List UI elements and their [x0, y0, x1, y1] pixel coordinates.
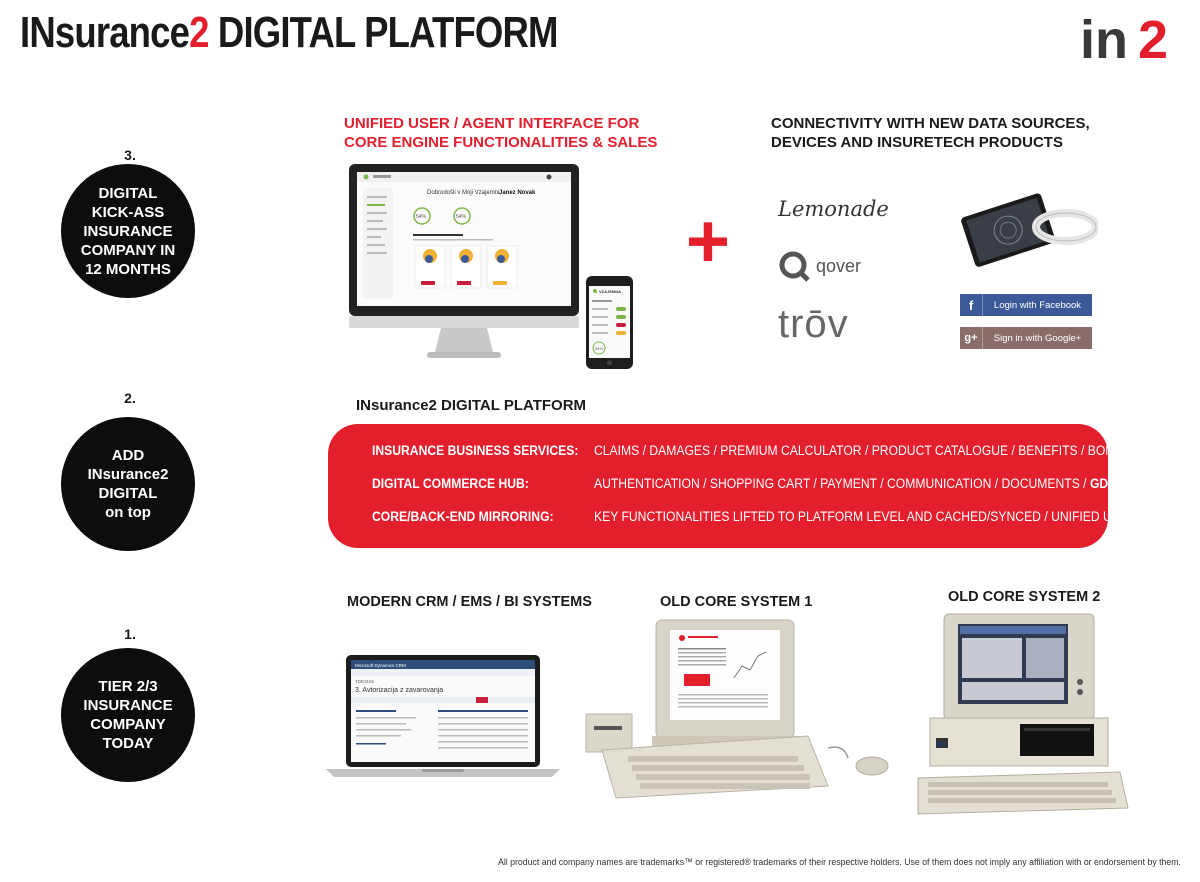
- ibm-label: IBM: [936, 742, 945, 748]
- crm-screen-app: Microsoft Dynamics CRM: [355, 663, 406, 668]
- facebook-login-label: Login with Facebook: [983, 300, 1092, 311]
- logo-text-in: in: [1080, 12, 1128, 68]
- tier-2-line: ADD: [88, 446, 169, 465]
- platform-row-label: INSURANCE BUSINESS SERVICES:: [372, 443, 578, 458]
- qover-logo: qover: [816, 256, 861, 277]
- tier-3-line: 12 MONTHS: [81, 260, 175, 279]
- qover-q-icon: [778, 250, 812, 284]
- tier-1-line: TODAY: [83, 734, 172, 753]
- tier-3-number: 3.: [60, 147, 200, 163]
- crm-heading: MODERN CRM / EMS / BI SYSTEMS: [347, 593, 592, 612]
- tier-2-circle: ADD INsurance2 DIGITAL on top: [61, 417, 195, 551]
- crm-screen-id: TDE3155: [355, 679, 375, 684]
- tier-2-number: 2.: [60, 390, 200, 406]
- screen-greeting: Dobrodošli v Moji Vzajemni,: [427, 190, 501, 196]
- interface-heading: UNIFIED USER / AGENT INTERFACE FOR CORE …: [344, 114, 657, 152]
- desktop-monitor-illustration: Dobrodošli v Moji Vzajemni, Janez Novak …: [349, 164, 581, 362]
- platform-box: INSURANCE BUSINESS SERVICES: CLAIMS / DA…: [328, 424, 1108, 548]
- platform-row-value: CLAIMS / DAMAGES / PREMIUM CALCULATOR / …: [594, 443, 1147, 458]
- tier-1-circle: TIER 2/3 INSURANCE COMPANY TODAY: [61, 648, 195, 782]
- tier-3-line: KICK-ASS: [81, 203, 175, 222]
- platform-row-value: AUTHENTICATION / SHOPPING CART / PAYMENT…: [594, 476, 1171, 491]
- lemonade-logo: Lemonade: [778, 197, 889, 221]
- trademark-footer: All product and company names are tradem…: [498, 857, 1181, 868]
- phone-percent: 54%: [595, 346, 603, 351]
- old-computer-2-illustration: IBM: [914, 610, 1136, 816]
- smartphone-illustration: VZAJEMNA 54%: [586, 276, 634, 370]
- tier-3-circle: DIGITAL KICK-ASS INSURANCE COMPANY IN 12…: [61, 164, 195, 298]
- facebook-icon: f: [960, 294, 983, 316]
- google-signin-label: Sign in with Google+: [983, 333, 1092, 344]
- connectivity-heading: CONNECTIVITY WITH NEW DATA SOURCES, DEVI…: [771, 114, 1090, 152]
- screen-percent-2: 54%: [456, 214, 467, 220]
- screen-user: Janez Novak: [499, 190, 536, 196]
- old-computer-1-illustration: [582, 618, 892, 800]
- page-title: INsurance2 DIGITAL PLATFORM: [20, 8, 558, 58]
- core2-heading: OLD CORE SYSTEM 2: [948, 588, 1100, 607]
- tier-1-line: TIER 2/3: [83, 677, 172, 696]
- tier-3-line: DIGITAL: [81, 184, 175, 203]
- platform-row-label: CORE/BACK-END MIRRORING:: [372, 509, 554, 524]
- laptop-illustration: Microsoft Dynamics CRM TDE3155 3. Avtori…: [326, 655, 560, 781]
- tier-3-line: COMPANY IN: [81, 241, 175, 260]
- plus-sign: +: [678, 206, 738, 278]
- tier-1-number: 1.: [60, 626, 200, 642]
- tablet-and-smartband-illustration: [958, 183, 1098, 268]
- core1-heading: OLD CORE SYSTEM 1: [660, 593, 812, 612]
- platform-row-label: DIGITAL COMMERCE HUB:: [372, 476, 529, 491]
- screen-percent-1: 54%: [416, 214, 427, 220]
- phone-brand: VZAJEMNA: [599, 289, 621, 294]
- tier-1-line: COMPANY: [83, 715, 172, 734]
- google-signin-button[interactable]: g+ Sign in with Google+: [960, 327, 1092, 349]
- facebook-login-button[interactable]: f Login with Facebook: [960, 294, 1092, 316]
- platform-row-value: KEY FUNCTIONALITIES LIFTED TO PLATFORM L…: [594, 509, 1171, 524]
- tier-2-line: DIGITAL: [88, 484, 169, 503]
- tier-3-line: INSURANCE: [81, 222, 175, 241]
- trov-logo: trōv: [778, 302, 849, 347]
- tier-1-line: INSURANCE: [83, 696, 172, 715]
- platform-heading: INsurance2 DIGITAL PLATFORM: [356, 396, 586, 415]
- tier-2-line: on top: [88, 503, 169, 522]
- logo-text-2: 2: [1138, 12, 1168, 68]
- in2-logo: in 2: [1080, 12, 1190, 68]
- crm-screen-title: 3. Avtorizacija z zavarovanja: [355, 687, 443, 694]
- tier-2-line: INsurance2: [88, 465, 169, 484]
- google-plus-icon: g+: [960, 327, 983, 349]
